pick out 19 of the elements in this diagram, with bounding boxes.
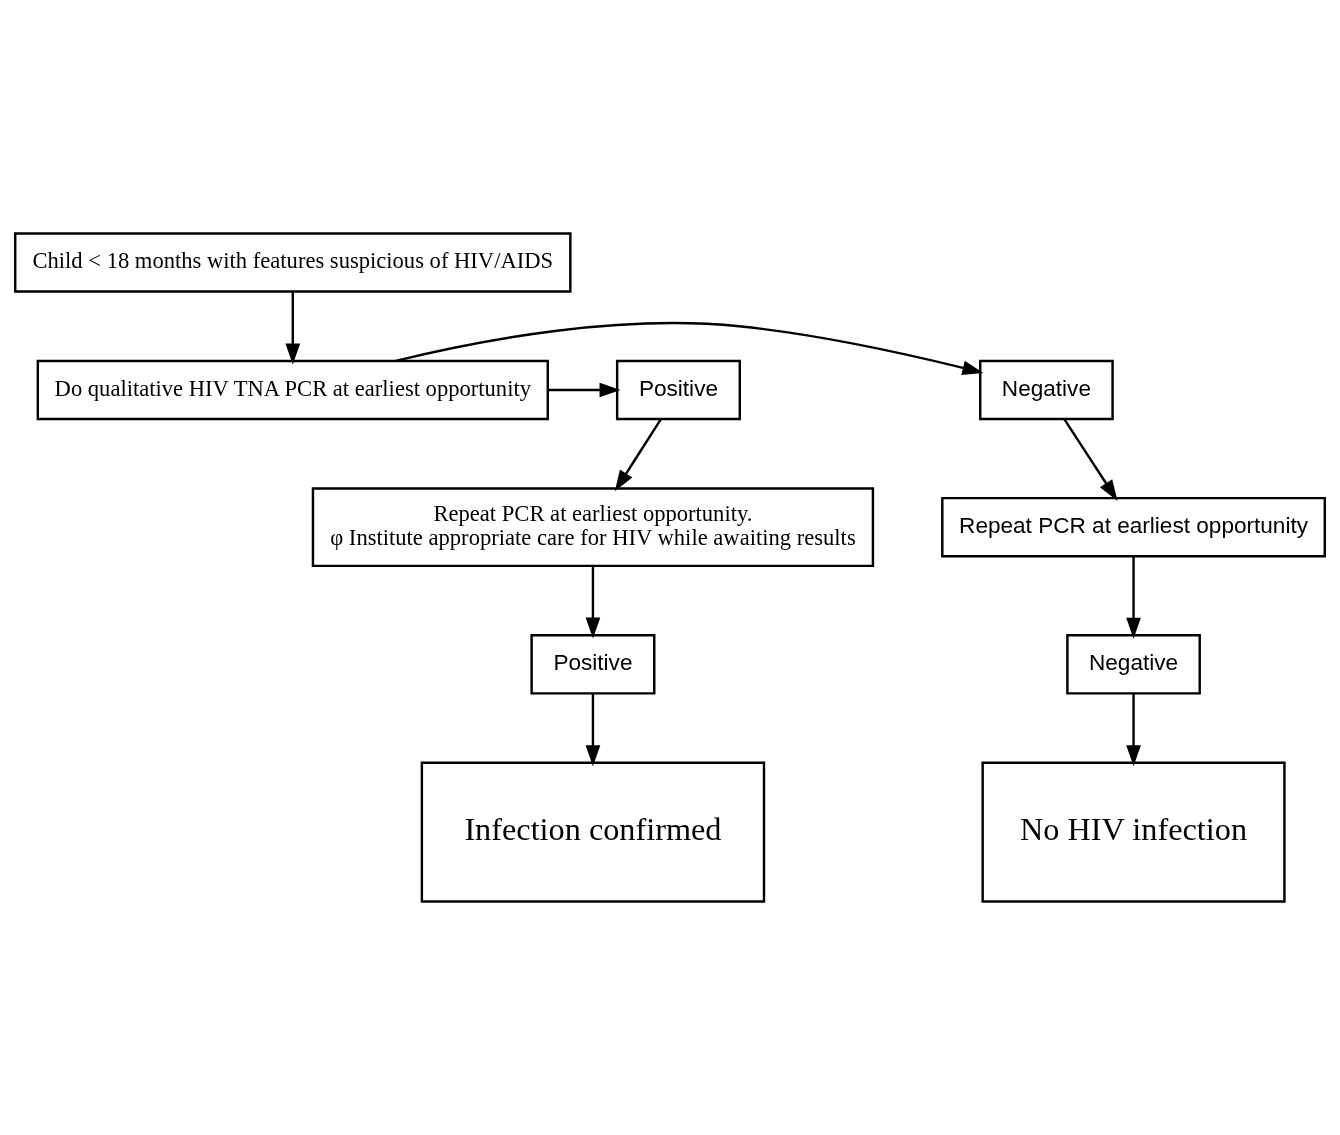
node-box: Child < 18 months with features suspicious of HIV/AIDS <box>14 232 572 293</box>
arrow <box>548 382 621 398</box>
node-box: Infection confirmed <box>420 761 766 903</box>
node-box: No HIV infection <box>981 761 1286 903</box>
node-box: Repeat PCR at earliest opportunity. φ Institute appropriate care for HIV while awaiting results <box>311 487 875 568</box>
node-box: Do qualitative HIV TNA PCR at earliest opportunity <box>36 359 549 421</box>
arrow <box>1063 418 1118 501</box>
node-box: Positive <box>615 359 741 421</box>
node-box: Negative <box>1066 634 1201 695</box>
arrow <box>1126 556 1141 639</box>
arrow <box>395 321 984 375</box>
node-box: Positive <box>530 634 656 695</box>
node-box: Repeat PCR at earliest opportunity <box>941 496 1326 558</box>
arrow <box>1126 693 1141 767</box>
arrow <box>585 693 601 767</box>
arrow <box>285 291 301 365</box>
node-box: Negative <box>979 359 1114 421</box>
arrow <box>614 418 662 492</box>
arrow <box>585 566 601 639</box>
